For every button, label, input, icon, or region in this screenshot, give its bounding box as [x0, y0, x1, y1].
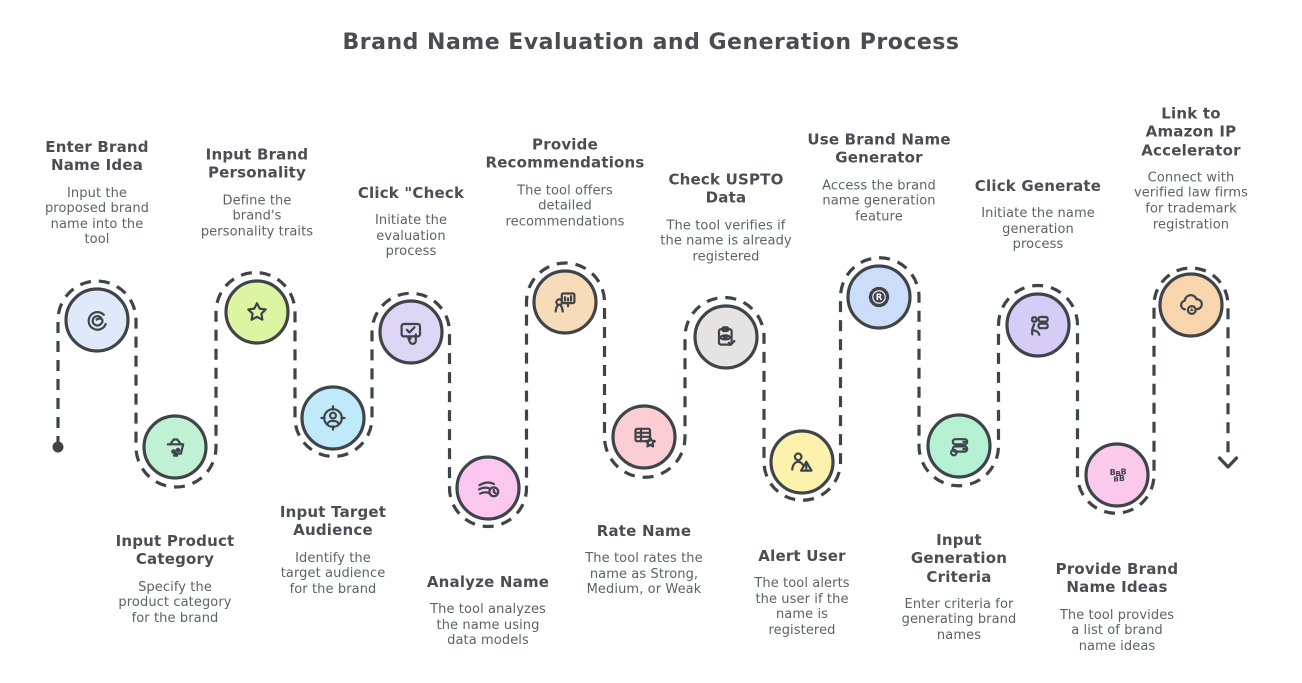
node-title: Provide Brand Name Ideas: [1055, 560, 1179, 597]
end-arrow-icon: [1217, 456, 1239, 469]
criteria-sliders-icon: [950, 438, 969, 457]
node-description: The tool verifies if the name is already…: [660, 218, 792, 265]
flow-node-step-7: [532, 269, 598, 335]
node-title: Rate Name: [596, 522, 692, 540]
node-description: The tool offers detailed recommendations: [505, 183, 625, 230]
node-title: Input Target Audience: [279, 503, 387, 540]
svg-text:B: B: [1121, 468, 1127, 477]
generate-list-icon: [1030, 315, 1049, 336]
svg-text:R: R: [876, 293, 883, 303]
brand-letters-icon: B B B B B: [1110, 468, 1127, 484]
node-description: Define the brand's personality traits: [200, 193, 314, 240]
node-title: Input Generation Criteria: [910, 531, 1008, 586]
node-title: Input Product Category: [115, 532, 235, 569]
flow-node-step-1: [64, 287, 130, 353]
flow-node-step-6: [455, 455, 521, 521]
node-description: The tool provides a list of brand name i…: [1059, 607, 1175, 654]
node-title: Enter Brand Name Idea: [45, 138, 149, 175]
flow-node-step-4: [300, 385, 366, 451]
flow-node-step-14: B B B B B: [1084, 442, 1150, 508]
rating-table-icon: [634, 427, 656, 448]
node-title: Check USPTO Data: [668, 170, 784, 207]
node-description: Specify the product category for the bra…: [118, 579, 232, 626]
presentation-icon: [554, 292, 576, 313]
flow-node-step-5: [378, 299, 444, 365]
svg-text:B: B: [1115, 469, 1121, 478]
user-alert-icon: [791, 452, 813, 472]
flow-node-step-15: [1158, 272, 1224, 338]
flow-node-step-2: [142, 414, 208, 480]
svg-text:B: B: [1110, 468, 1116, 477]
basket-icon: [166, 438, 185, 457]
threads-at-icon: [87, 311, 107, 331]
click-check-icon: [400, 322, 422, 345]
node-description: Connect with verified law firms for trad…: [1133, 170, 1249, 233]
node-description: Access the brand name generation feature: [822, 178, 936, 225]
node-description: The tool rates the name as Strong, Mediu…: [585, 551, 703, 598]
node-circle: [1084, 442, 1150, 508]
target-audience-icon: [320, 405, 346, 431]
flow-node-step-10: [769, 429, 835, 495]
node-description: Enter criteria for generating brand name…: [901, 596, 1017, 644]
node-circle: [769, 429, 835, 495]
process-flow-path: [56, 256, 1230, 529]
node-title: Use Brand Name Generator: [807, 130, 951, 167]
node-title: Click Generate: [974, 176, 1102, 195]
svg-text:B: B: [1119, 474, 1125, 483]
node-description: Initiate the evaluation process: [374, 213, 448, 260]
node-description: Input the proposed brand name into the t…: [44, 185, 150, 248]
node-title: Alert User: [758, 547, 846, 565]
node-description: The tool alerts the user if the name is …: [754, 576, 850, 639]
flow-node-step-9: [693, 304, 759, 370]
page-title: Brand Name Evaluation and Generation Pro…: [342, 30, 960, 55]
node-circle: [1158, 272, 1224, 338]
node-description: Initiate the name generation process: [981, 206, 1095, 253]
cloud-link-icon: [1180, 294, 1203, 316]
flow-node-step-3: [224, 279, 290, 345]
star-icon: [247, 302, 267, 321]
node-title: Click "Check: [357, 183, 465, 202]
node-circle: [142, 414, 208, 480]
flow-node-step-13: [1005, 292, 1071, 358]
flow-node-step-12: [926, 413, 992, 479]
node-circle: [224, 279, 290, 345]
node-title: Input Brand Personality: [205, 145, 309, 182]
clipboard-eye-icon: [717, 326, 736, 346]
node-title: Link to Amazon IP Accelerator: [1141, 104, 1241, 160]
start-dot: [52, 441, 64, 453]
analyze-wind-icon: [477, 481, 500, 498]
svg-text:B: B: [1113, 475, 1118, 484]
node-description: Identify the target audience for the bra…: [280, 550, 386, 597]
node-title: Provide Recommendations: [485, 135, 645, 172]
flow-node-step-11: R: [846, 264, 912, 330]
node-description: The tool analyzes the name using data mo…: [430, 602, 546, 649]
flow-node-step-8: [611, 404, 677, 470]
node-title: Analyze Name: [426, 573, 550, 591]
registered-badge-icon: R: [868, 286, 890, 308]
